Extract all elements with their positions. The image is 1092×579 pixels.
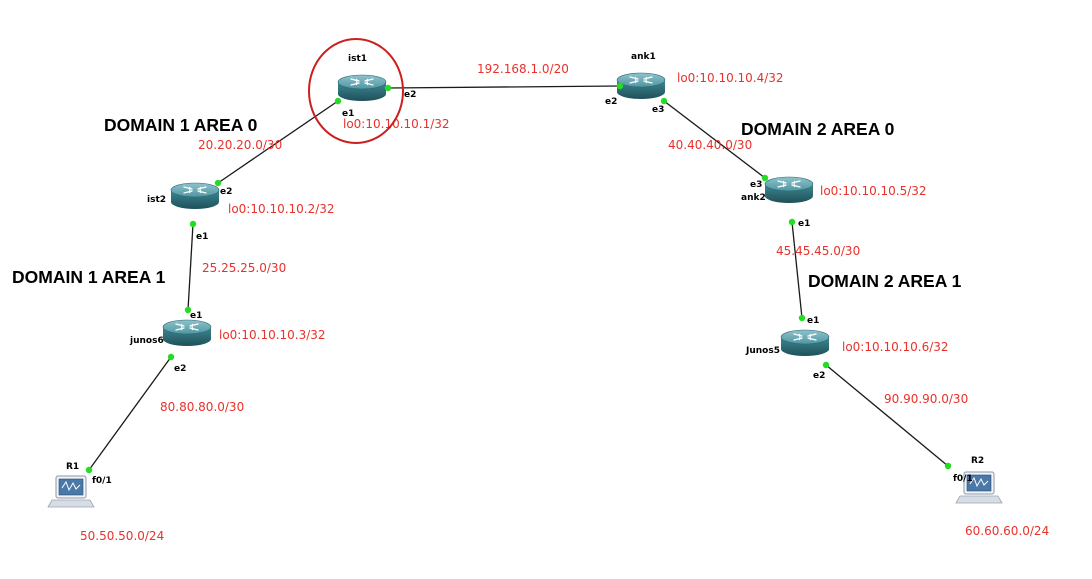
host-name: R2 xyxy=(971,456,984,466)
link-ist2-junos6[interactable] xyxy=(187,223,194,311)
router-icon xyxy=(764,176,814,204)
network-label: 60.60.60.0/24 xyxy=(965,524,1049,538)
network-label: 50.50.50.0/24 xyxy=(80,529,164,543)
router-junos6[interactable]: junos6 lo0:10.10.10.3/32 xyxy=(129,319,326,347)
interface-label: e2 xyxy=(404,90,416,100)
link-ank1-ank2[interactable] xyxy=(663,100,766,179)
interface-label: e2 xyxy=(174,364,186,374)
network-label: 40.40.40.0/30 xyxy=(668,138,752,152)
port-dot xyxy=(184,306,192,314)
router-icon xyxy=(337,74,387,102)
router-ist2[interactable]: ist2 lo0:10.10.10.2/32 xyxy=(147,182,335,216)
interface-label: e3 xyxy=(750,180,762,190)
interface-label: e1 xyxy=(342,109,354,119)
network-label: 20.20.20.0/30 xyxy=(198,138,282,152)
router-icon xyxy=(170,182,220,210)
router-name: ank2 xyxy=(741,193,766,203)
interface-label: f0/1 xyxy=(953,474,973,484)
port-dot xyxy=(189,220,197,228)
interface-label: e1 xyxy=(196,232,208,242)
router-ist1[interactable]: ist1 lo0:10.10.10.1/32 xyxy=(337,54,450,131)
domain-label: DOMAIN 2 AREA 1 xyxy=(808,271,962,291)
port-dot xyxy=(214,179,222,187)
network-label: 192.168.1.0/20 xyxy=(477,62,569,76)
link-junos6-r1[interactable] xyxy=(88,356,172,471)
port-dot xyxy=(384,84,392,92)
port-dot xyxy=(167,353,175,361)
host-name: R1 xyxy=(66,462,79,472)
interface-label: f0/1 xyxy=(92,476,112,486)
network-label: 90.90.90.0/30 xyxy=(884,392,968,406)
router-icon xyxy=(162,319,212,347)
loopback-label: lo0:10.10.10.2/32 xyxy=(228,202,335,216)
interface-label: e2 xyxy=(605,97,617,107)
router-name: ank1 xyxy=(631,52,656,62)
link-ist1-ist2[interactable] xyxy=(217,100,339,184)
interface-label: e2 xyxy=(220,187,232,197)
network-labels: 192.168.1.0/20 20.20.20.0/30 25.25.25.0/… xyxy=(160,62,968,414)
link-junos5-r2[interactable] xyxy=(825,364,949,467)
domain-labels: DOMAIN 1 AREA 0 DOMAIN 1 AREA 1 DOMAIN 2… xyxy=(12,115,962,291)
host-computer-icon xyxy=(47,475,95,508)
network-label: 80.80.80.0/30 xyxy=(160,400,244,414)
link-ank2-junos5[interactable] xyxy=(791,221,803,319)
loopback-label: lo0:10.10.10.6/32 xyxy=(842,340,949,354)
host-r2[interactable]: R2 f0/1 60.60.60.0/24 xyxy=(953,456,1049,538)
port-dot xyxy=(616,82,624,90)
router-name: Junos5 xyxy=(745,346,780,356)
loopback-label: lo0:10.10.10.3/32 xyxy=(219,328,326,342)
loopback-label: lo0:10.10.10.1/32 xyxy=(343,117,450,131)
network-label: 25.25.25.0/30 xyxy=(202,261,286,275)
port-dot xyxy=(85,466,93,474)
interface-label: e1 xyxy=(798,219,810,229)
router-name: ist1 xyxy=(348,54,367,64)
router-icon xyxy=(780,329,830,357)
router-name: ist2 xyxy=(147,195,166,205)
router-icon xyxy=(616,72,666,100)
highlight-circle xyxy=(308,38,404,144)
port-dot xyxy=(798,314,806,322)
port-dot xyxy=(822,361,830,369)
router-ank2[interactable]: ank2 lo0:10.10.10.5/32 xyxy=(741,176,927,204)
network-label: 45.45.45.0/30 xyxy=(776,244,860,258)
interface-label: e1 xyxy=(190,311,202,321)
domain-label: DOMAIN 1 AREA 1 xyxy=(12,267,166,287)
router-junos5[interactable]: Junos5 lo0:10.10.10.6/32 xyxy=(745,329,949,357)
interface-label: e2 xyxy=(813,371,825,381)
router-ank1[interactable]: ank1 lo0:10.10.10.4/32 xyxy=(616,52,784,100)
link-ist1-ank1[interactable] xyxy=(387,85,621,89)
links-layer xyxy=(88,85,949,471)
loopback-label: lo0:10.10.10.5/32 xyxy=(820,184,927,198)
port-dot xyxy=(944,462,952,470)
ports-layer xyxy=(85,82,952,474)
port-dot xyxy=(761,174,769,182)
interface-label: e3 xyxy=(652,105,664,115)
host-r1[interactable]: R1 f0/1 50.50.50.0/24 xyxy=(47,462,164,543)
port-dot xyxy=(660,97,668,105)
domain-label: DOMAIN 2 AREA 0 xyxy=(741,119,895,139)
port-dot xyxy=(334,97,342,105)
interface-label: e1 xyxy=(807,316,819,326)
domain-label: DOMAIN 1 AREA 0 xyxy=(104,115,258,135)
port-dot xyxy=(788,218,796,226)
router-name: junos6 xyxy=(129,336,164,346)
interface-labels: e2 e2 e1 e2 e1 e1 e2 e3 e3 e1 e1 e2 xyxy=(174,90,825,381)
loopback-label: lo0:10.10.10.4/32 xyxy=(677,71,784,85)
